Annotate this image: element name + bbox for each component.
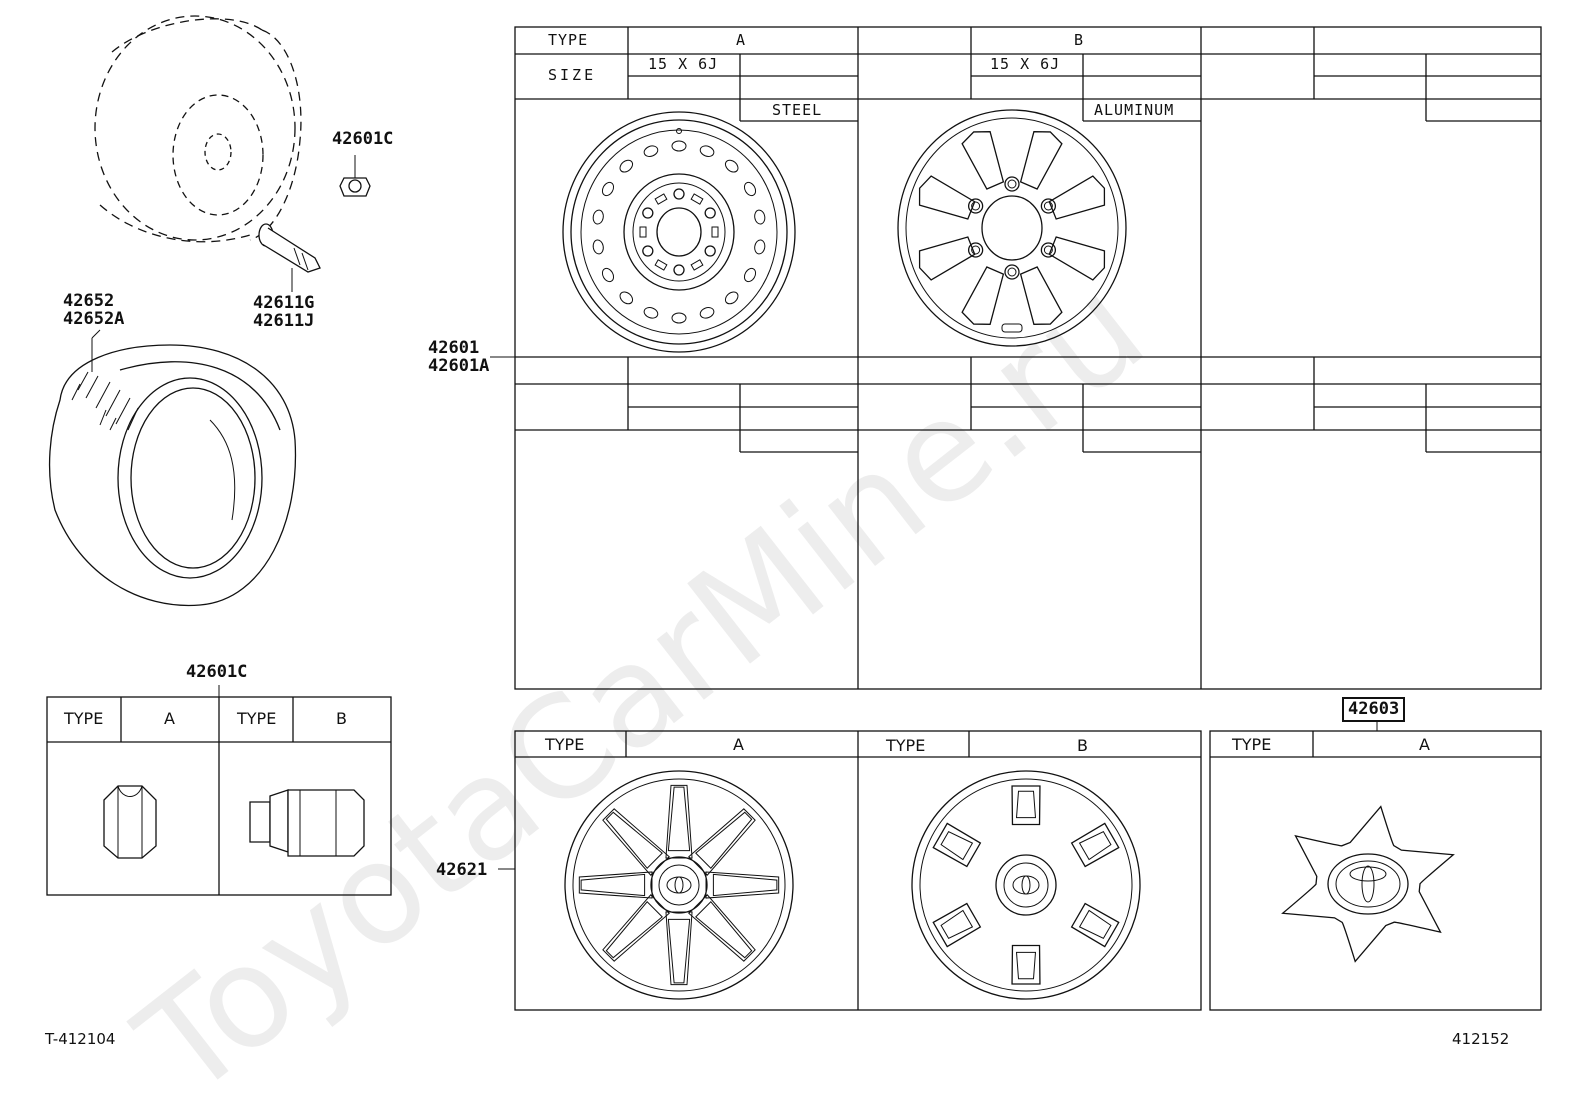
callout-tire: 42652 xyxy=(63,291,115,311)
steel-wheel-drawing xyxy=(562,111,796,353)
callout-lug-nut-top: 42601C xyxy=(332,129,394,149)
wheel-cover-a-drawing xyxy=(564,770,794,1000)
wheel-table-type-b: B xyxy=(1074,31,1085,49)
aluminum-wheel-drawing xyxy=(897,109,1127,347)
tire-drawing xyxy=(48,338,297,607)
spare-wheel-drawing xyxy=(94,15,302,243)
nut-table-type-b: B xyxy=(336,709,347,728)
callout-valve-j: 42611J xyxy=(253,311,315,331)
cap-table-type-a: A xyxy=(1419,735,1430,754)
callout-wheel: 42601 xyxy=(428,338,480,358)
cover-table-type-a: A xyxy=(733,735,744,754)
wheel-table-type-header: TYPE xyxy=(548,31,589,49)
nut-table-frame xyxy=(46,685,392,896)
cover-table-type-header-b: TYPE xyxy=(886,736,926,755)
nut-table-type-header-b: TYPE xyxy=(237,709,277,728)
nut-type-b-drawing xyxy=(249,789,365,857)
wheel-table-material-b: ALUMINUM xyxy=(1094,101,1175,119)
lug-nut-small-drawing xyxy=(339,155,371,197)
nut-table-type-header-a: TYPE xyxy=(64,709,104,728)
wheel-table-type-a: A xyxy=(736,31,747,49)
wheel-cover-b-drawing xyxy=(911,770,1141,1000)
cover-table-type-header-a: TYPE xyxy=(545,735,585,754)
callout-wheel-a: 42601A xyxy=(428,356,490,376)
valve-stem-drawing xyxy=(258,223,321,292)
callout-center-cap: 42603 xyxy=(1342,697,1406,722)
callout-tire-a: 42652A xyxy=(63,309,125,329)
wheel-table-size-b: 15 X 6J xyxy=(990,55,1061,73)
wheel-table-size-a: 15 X 6J xyxy=(648,55,719,73)
cap-table-frame xyxy=(1209,722,1542,1011)
cover-table-type-b: B xyxy=(1077,736,1088,755)
footer-right-code: 412152 xyxy=(1452,1030,1510,1048)
callout-lug-nut-table: 42601C xyxy=(186,662,248,682)
callout-wheel-cover: 42621 xyxy=(436,860,488,880)
nut-type-a-drawing xyxy=(103,785,157,859)
wheel-table-material-a: STEEL xyxy=(772,101,823,119)
wheel-table-frame xyxy=(490,26,1542,690)
leader-lines xyxy=(91,329,101,339)
wheel-table-size-header: SIZE xyxy=(548,66,597,84)
cover-table-frame xyxy=(498,730,1202,1011)
footer-left-code: T-412104 xyxy=(45,1030,116,1048)
callout-valve-g: 42611G xyxy=(253,293,315,313)
cap-table-type-header: TYPE xyxy=(1232,735,1272,754)
nut-table-type-a: A xyxy=(164,709,175,728)
center-cap-drawing xyxy=(1281,805,1455,963)
